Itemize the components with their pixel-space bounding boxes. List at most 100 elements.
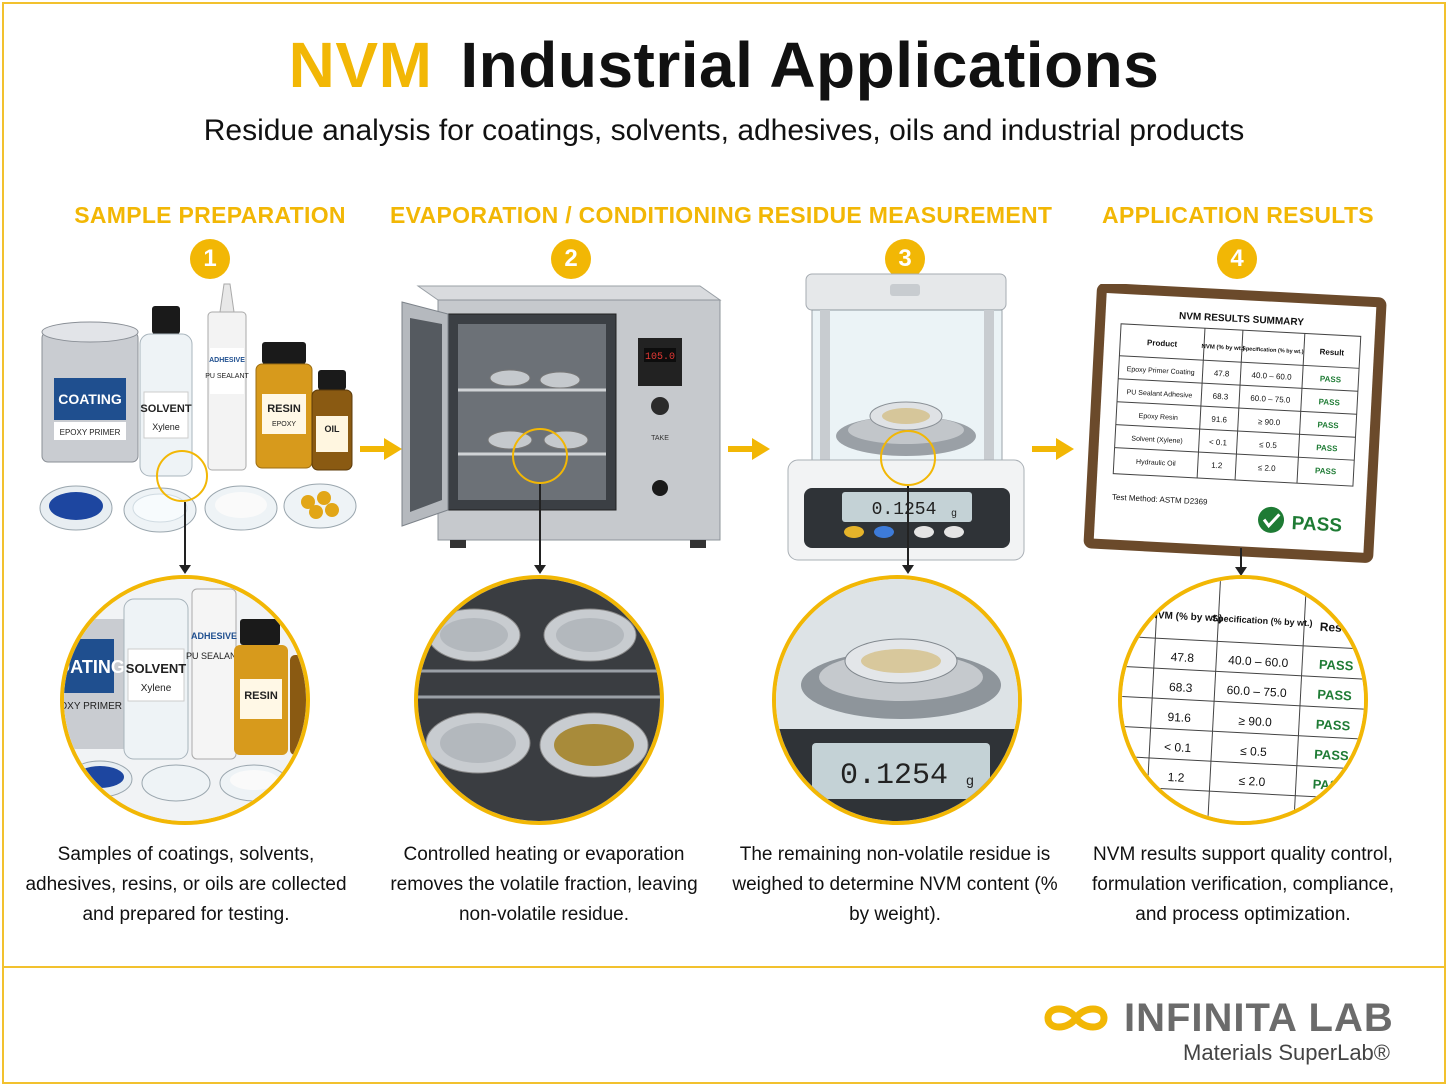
solvent-bottle: SOLVENT Xylene — [139, 306, 193, 477]
step-3-title: RESIDUE MEASUREMENT — [757, 202, 1053, 228]
summary-row-4-result: PASS — [1316, 443, 1338, 453]
resin-jar: RESIN EPOXY — [255, 342, 313, 469]
summary-row-2-result: PASS — [1318, 397, 1340, 407]
zoom-row-2-spec: 60.0 – 75.0 — [1226, 683, 1287, 700]
resin-label: RESIN — [267, 403, 301, 415]
can-sub: EPOXY PRIMER — [60, 428, 121, 437]
step-4-title: APPLICATION RESULTS — [1102, 202, 1374, 228]
step-3-zoom-circle: 0.1254 g — [772, 575, 1022, 825]
zoom-can-label: COATING — [64, 657, 125, 677]
brand-logo: INFINITA LAB Materials SuperLab® — [1040, 996, 1400, 1066]
step-2-zoom-ring — [512, 428, 568, 484]
summary-row-5-nvm: 1.2 — [1211, 461, 1223, 471]
summary-row-3-result: PASS — [1317, 420, 1339, 430]
summary-row-5-result: PASS — [1315, 466, 1337, 476]
zoom-tube-sub: PU SEALANT — [186, 651, 243, 661]
zoom-row-1-nvm: 47.8 — [1170, 650, 1194, 665]
summary-verdict: PASS — [1291, 513, 1342, 537]
zoom-row-2-result: PASS — [1317, 687, 1353, 704]
samples-illustration: COATING EPOXY PRIMER SOLVENT Xylene ADHE… — [39, 283, 357, 533]
oven-display: 105.0 — [645, 352, 675, 363]
zoom-solvent-label: SOLVENT — [126, 661, 186, 676]
zoom-row-3-spec: ≥ 90.0 — [1238, 714, 1272, 730]
summary-col-nvm: NVM (% by wt.) — [1201, 344, 1244, 352]
summary-row-4-nvm: < 0.1 — [1209, 438, 1228, 448]
adhesive-tube: ADHESIVE PU SEALANT — [205, 283, 250, 471]
step-1-leader — [179, 502, 191, 574]
zoom-col-nvm: NVM (% by wt.) — [1150, 610, 1222, 625]
summary-row-4-spec: ≤ 0.5 — [1259, 440, 1278, 450]
step-1-zoom-circle: COATING EPOXY PRIMER SOLVENT Xylene ADHE… — [60, 575, 310, 825]
step-3-badge: 3 — [885, 239, 925, 279]
step-3-leader — [902, 486, 914, 574]
step-2-zoom-circle — [414, 575, 664, 825]
summary-row-2-nvm: 68.3 — [1212, 392, 1229, 402]
arrow-2-icon — [728, 438, 770, 460]
zoom-row-3-result: PASS — [1315, 717, 1351, 734]
coating-can: COATING EPOXY PRIMER — [41, 321, 139, 463]
step-4-badge: 4 — [1217, 239, 1257, 279]
step-2-description: Controlled heating or evaporation remove… — [390, 844, 698, 925]
arrow-1-icon — [360, 438, 402, 460]
step-3-description: The remaining non-volatile residue is we… — [732, 844, 1058, 925]
summary-row-1-result: PASS — [1320, 374, 1342, 384]
oil-label: OIL — [325, 424, 341, 434]
step-1-title: SAMPLE PREPARATION — [74, 202, 346, 228]
balance-reading: 0.1254 — [872, 500, 937, 520]
step-1-description: Samples of coatings, solvents, adhesives… — [25, 844, 347, 925]
summary-row-5-product: Hydraulic Oil — [1136, 459, 1176, 468]
results-board: NVM RESULTS SUMMARY Product NVM (% by wt… — [1083, 284, 1387, 563]
zoom-row-3-nvm: 91.6 — [1167, 710, 1191, 725]
step-4-description: NVM results support quality control, for… — [1091, 844, 1395, 925]
zoom-row-4-nvm: < 0.1 — [1164, 740, 1192, 755]
zoom-can-sub: EPOXY PRIMER — [64, 701, 122, 712]
zoom-resin-label: RESIN — [244, 690, 278, 702]
summary-row-1-spec: 40.0 – 60.0 — [1251, 371, 1292, 382]
oil-bottle: OIL — [311, 370, 353, 471]
summary-row-3-spec: ≥ 90.0 — [1258, 417, 1281, 427]
zoom-row-1-result: PASS — [1319, 657, 1355, 674]
summary-row-3-nvm: 91.6 — [1211, 415, 1228, 425]
balance-unit: g — [951, 509, 957, 520]
resin-sub: EPOXY — [272, 421, 296, 428]
summary-col-result: Result — [1319, 347, 1344, 357]
summary-row-2-product: PU Sealant Adhesive — [1126, 389, 1192, 399]
title-accent: NVM — [288, 29, 433, 101]
page-subtitle: Residue analysis for coatings, solvents,… — [203, 114, 1245, 147]
solvent-sub: Xylene — [152, 422, 180, 432]
zoom-row-4-spec: ≤ 0.5 — [1240, 744, 1268, 759]
footer-divider — [2, 966, 1446, 968]
zoom-row-2-nvm: 68.3 — [1169, 680, 1193, 695]
summary-col-product: Product — [1147, 338, 1178, 349]
zoom-row-5-nvm: 1.2 — [1167, 770, 1185, 785]
step-2-badge: 2 — [551, 239, 591, 279]
step-4-zoom-circle: NVM (% by wt.) Specification (% by wt.) … — [1118, 575, 1368, 825]
zoom-balance-unit: g — [966, 774, 974, 790]
infinity-icon — [1044, 1005, 1108, 1031]
tube-label: ADHESIVE — [209, 357, 245, 364]
zoom-tube-label: ADHESIVE — [191, 631, 237, 641]
oven-label: TAKE — [651, 435, 669, 442]
tube-sub: PU SEALANT — [205, 373, 249, 380]
oven-illustration: 105.0 TAKE — [401, 285, 722, 548]
zoom-balance-reading: 0.1254 — [840, 759, 948, 793]
summary-row-4-product: Solvent (Xylene) — [1131, 435, 1183, 445]
check-icon — [1258, 506, 1285, 533]
summary-row-3-product: Epoxy Resin — [1138, 413, 1178, 422]
summary-row-1-nvm: 47.8 — [1214, 369, 1231, 379]
arrow-3-icon — [1032, 438, 1074, 460]
summary-row-1-product: Epoxy Primer Coating — [1126, 366, 1194, 377]
zoom-solvent-sub: Xylene — [141, 683, 172, 694]
zoom-row-4-result: PASS — [1314, 747, 1350, 764]
step-1-badge: 1 — [190, 239, 230, 279]
step-4-leader — [1235, 548, 1247, 576]
summary-col-spec: Specification (% by wt.) — [1242, 346, 1304, 355]
brand-name: INFINITA LAB — [1124, 996, 1394, 1040]
step-1-zoom-ring — [156, 450, 208, 502]
step-2-title: EVAPORATION / CONDITIONING — [390, 202, 753, 228]
page-title: NVM Industrial Applications — [0, 28, 1448, 102]
title-main: Industrial Applications — [460, 29, 1160, 101]
solvent-label: SOLVENT — [140, 403, 191, 415]
zoom-row-1-spec: 40.0 – 60.0 — [1228, 653, 1289, 670]
